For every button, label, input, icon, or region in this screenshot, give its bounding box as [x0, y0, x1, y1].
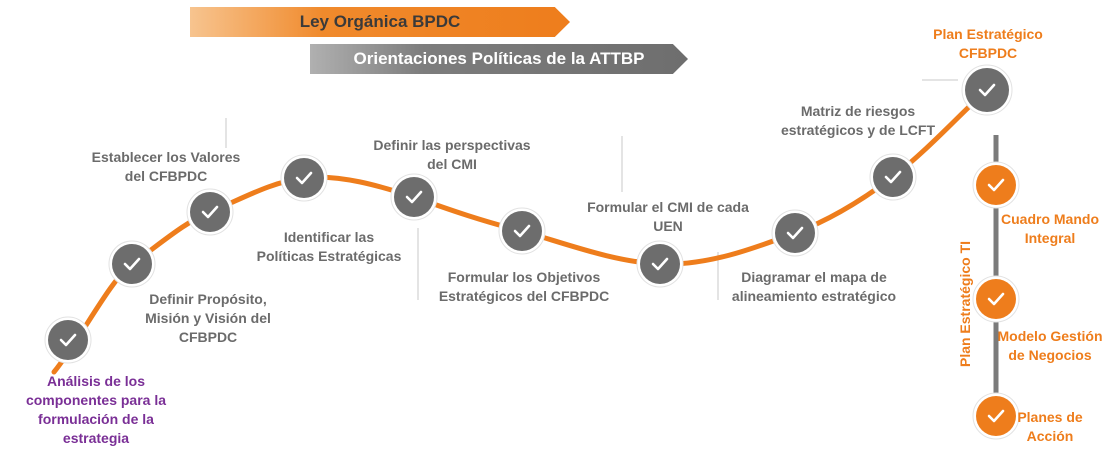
- check-node: [108, 240, 156, 288]
- check-node-circle: [112, 244, 152, 284]
- check-node: [972, 392, 1020, 440]
- check-node: [280, 154, 328, 202]
- check-node-circle: [502, 211, 542, 251]
- check-node: [972, 161, 1020, 209]
- check-node: [972, 275, 1020, 323]
- check-node: [186, 188, 234, 236]
- label-line: Definir las perspectivas: [373, 137, 531, 153]
- label-line: componentes para la: [25, 392, 167, 408]
- check-icon: [987, 292, 1005, 306]
- check-icon: [123, 257, 141, 271]
- label-line: Identificar las: [283, 229, 375, 245]
- check-node: [771, 209, 819, 257]
- check-icon: [884, 170, 902, 184]
- check-node-circle: [284, 158, 324, 198]
- sub-label-planes-accion: Planes de Acción: [1002, 408, 1098, 446]
- label-line: Misión y Visión del: [145, 310, 271, 326]
- banner-orientaciones-politicas: Orientaciones Políticas de la ATTBP: [310, 44, 688, 74]
- step-label-cmi-uen: Formular el CMI de cada UEN: [570, 198, 766, 236]
- label-line: del CMI: [427, 156, 477, 172]
- label-line: Modelo Gestión: [997, 328, 1103, 344]
- check-node-circle: [976, 396, 1016, 436]
- check-icon: [513, 224, 531, 238]
- check-node: [44, 316, 92, 364]
- check-node: [636, 240, 684, 288]
- label-line: Matriz de riesgos: [800, 103, 916, 119]
- sub-label-modelo-gestion: Modelo Gestión de Negocios: [988, 327, 1111, 365]
- label-line: estratégicos y de LCFT: [780, 122, 936, 138]
- label-line: Definir Propósito,: [149, 291, 267, 307]
- check-node-circle: [48, 320, 88, 360]
- step-label-objetivos: Formular los Objetivos Estratégicos del …: [426, 268, 622, 306]
- step-label-plan-estrategico: Plan Estratégico CFBPDC: [918, 25, 1058, 63]
- label-line: alineamiento estratégico: [731, 288, 897, 304]
- check-node-circle: [394, 177, 434, 217]
- check-icon: [978, 83, 996, 97]
- sub-plan-title-wrapper: Plan Estratégico TI: [955, 236, 975, 372]
- check-node: [498, 207, 546, 255]
- label-line: UEN: [653, 218, 683, 234]
- step-label-valores: Establecer los Valores del CFBPDC: [76, 148, 256, 186]
- label-line: CFBPDC: [178, 329, 238, 345]
- check-node-circle: [640, 244, 680, 284]
- label-line: Estratégicos del CFBPDC: [438, 288, 610, 304]
- step-label-mapa: Diagramar el mapa de alineamiento estrat…: [716, 268, 912, 306]
- check-icon: [786, 226, 804, 240]
- check-icon: [651, 257, 669, 271]
- check-node-circle: [976, 165, 1016, 205]
- step-label-riesgos: Matriz de riesgos estratégicos y de LCFT: [760, 102, 956, 140]
- label-line: Establecer los Valores: [91, 149, 241, 165]
- label-line: Cuadro Mando: [1001, 211, 1099, 227]
- check-node-circle: [190, 192, 230, 232]
- label-line: Análisis de los: [46, 373, 146, 389]
- check-node-circle: [965, 68, 1009, 112]
- check-icon: [405, 190, 423, 204]
- check-icon: [59, 333, 77, 347]
- step-label-proposito: Definir Propósito, Misión y Visión del C…: [130, 290, 286, 347]
- check-node-circle: [775, 213, 815, 253]
- step-label-perspectivas: Definir las perspectivas del CMI: [358, 136, 546, 174]
- label-line: Diagramar el mapa de: [741, 269, 887, 285]
- check-node-circle: [976, 279, 1016, 319]
- step-label-analisis: Análisis de los componentes para la form…: [16, 372, 176, 448]
- check-node: [390, 173, 438, 221]
- label-line: Plan Estratégico: [933, 26, 1043, 42]
- label-line: Acción: [1026, 428, 1074, 444]
- label-line: estrategia: [62, 430, 130, 446]
- label-line: Formular los Objetivos: [447, 269, 601, 285]
- label-line: Integral: [1024, 230, 1076, 246]
- sub-plan-title: Plan Estratégico TI: [957, 240, 973, 368]
- check-icon: [201, 205, 219, 219]
- roadmap-path: [51, 87, 990, 375]
- label-line: CFBPDC: [958, 45, 1018, 61]
- label-line: del CFBPDC: [124, 168, 208, 184]
- banner-ley-organica: Ley Orgánica BPDC: [190, 7, 570, 37]
- check-icon: [987, 409, 1005, 423]
- step-label-politicas: Identificar las Políticas Estratégicas: [244, 228, 414, 266]
- label-line: Formular el CMI de cada: [587, 199, 749, 215]
- check-node: [961, 64, 1013, 116]
- check-node-circle: [873, 157, 913, 197]
- label-line: de Negocios: [1008, 347, 1092, 363]
- label-line: Políticas Estratégicas: [256, 248, 402, 264]
- label-line: Planes de: [1017, 409, 1083, 425]
- check-icon: [295, 171, 313, 185]
- check-icon: [987, 178, 1005, 192]
- sub-label-cuadro-mando: Cuadro Mando Integral: [988, 210, 1111, 248]
- check-node: [869, 153, 917, 201]
- label-line: formulación de la: [38, 411, 154, 427]
